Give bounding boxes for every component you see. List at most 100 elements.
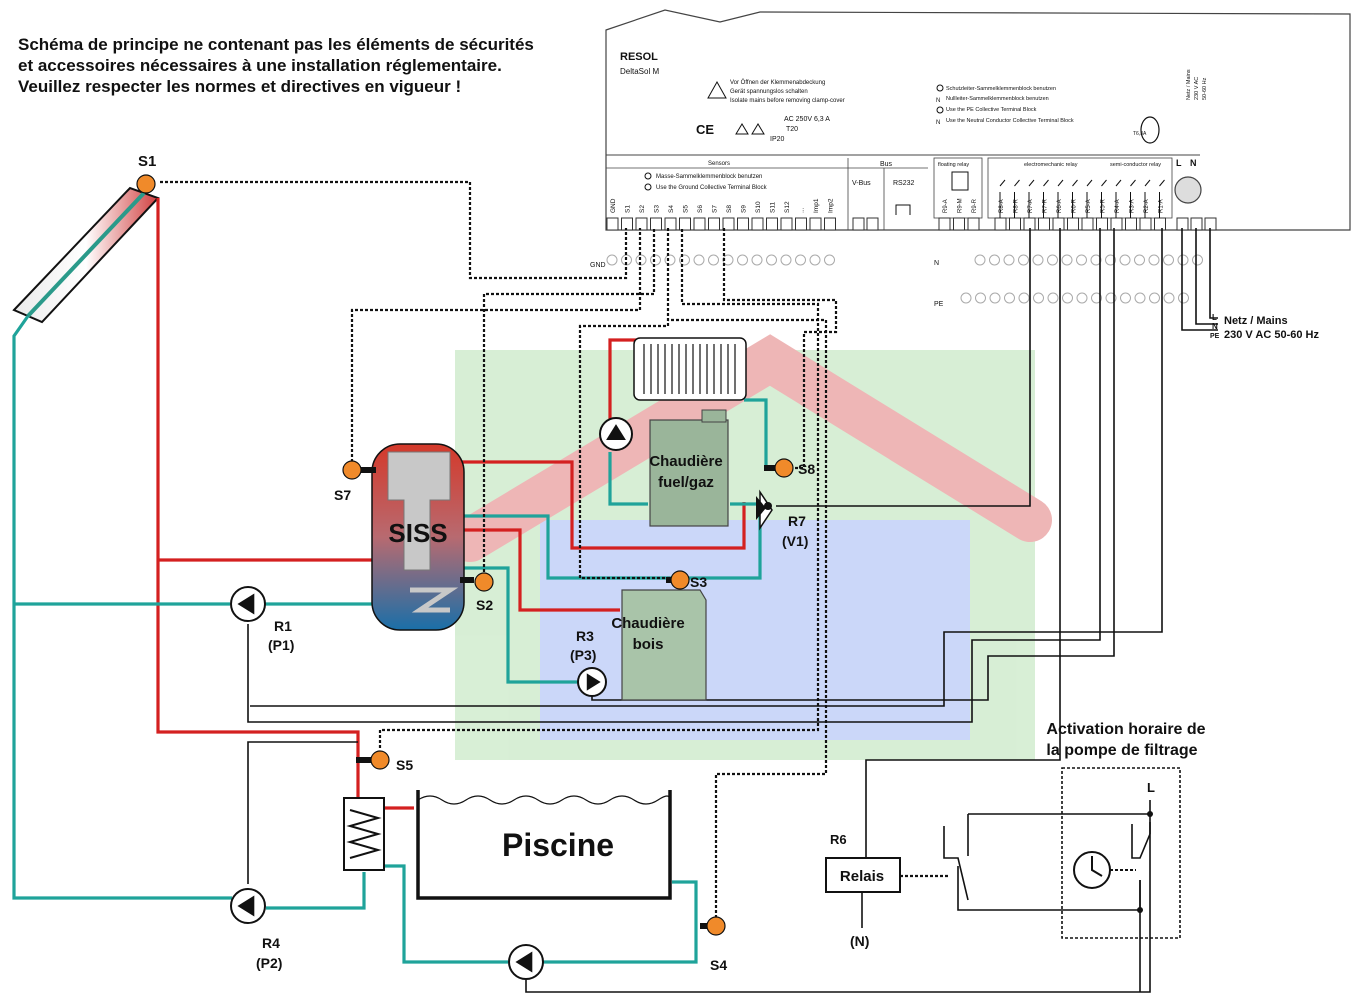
relay-terminal-label: R1-A bbox=[1159, 199, 1165, 213]
gnd-collective-terminal[interactable] bbox=[650, 254, 661, 266]
sensor-terminal[interactable] bbox=[766, 217, 778, 231]
pe-note-2: Nullleiter-Sammelklemmenblock benutzen bbox=[946, 96, 1049, 102]
pump-arrow-icon bbox=[237, 593, 255, 615]
pe-collective-terminal[interactable] bbox=[1062, 292, 1073, 304]
sensor-terminal-label: S4 bbox=[668, 205, 675, 213]
pe-collective-terminal[interactable] bbox=[1033, 292, 1044, 304]
sensor-terminal[interactable] bbox=[635, 217, 648, 231]
relay-terminal[interactable] bbox=[1038, 217, 1050, 231]
sensor-terminal-label: Imp1 bbox=[813, 198, 820, 213]
relay-terminal[interactable] bbox=[938, 217, 951, 231]
relay-terminal[interactable] bbox=[1052, 217, 1065, 231]
gnd-collective-terminal[interactable] bbox=[766, 254, 777, 266]
gnd-collective-terminal[interactable] bbox=[693, 254, 705, 266]
sensor-terminal[interactable] bbox=[693, 217, 706, 231]
relay-contact-icon bbox=[999, 179, 1006, 218]
sensor-terminal[interactable] bbox=[650, 217, 662, 231]
gnd-collective-terminal[interactable] bbox=[737, 254, 748, 266]
pe-collective-terminal[interactable] bbox=[1178, 292, 1189, 304]
bus-terminal[interactable] bbox=[866, 217, 879, 231]
siss-label: SISS bbox=[388, 518, 447, 548]
neutral-collective-terminal[interactable] bbox=[974, 254, 986, 266]
sensor-s4 bbox=[700, 916, 726, 936]
pe-collective-terminal[interactable] bbox=[1076, 292, 1088, 304]
sensor-terminal[interactable] bbox=[606, 217, 619, 231]
gnd-collective-terminal[interactable] bbox=[679, 254, 690, 266]
activation-line-1: Activation horaire de bbox=[1046, 721, 1205, 738]
neutral-collective-terminal[interactable] bbox=[1076, 254, 1087, 266]
neutral-collective-terminal[interactable] bbox=[1163, 254, 1174, 266]
pe-collective-terminal[interactable] bbox=[1149, 292, 1160, 304]
sensor-terminal[interactable] bbox=[795, 217, 807, 231]
neutral-collective-terminal[interactable] bbox=[1003, 254, 1015, 266]
gnd-collective-terminal[interactable] bbox=[664, 254, 676, 266]
relay-terminal[interactable] bbox=[1096, 217, 1108, 231]
pe-collective-terminal[interactable] bbox=[1134, 292, 1146, 304]
pump-arrow-icon bbox=[606, 424, 626, 440]
relay-terminal[interactable] bbox=[1139, 217, 1152, 231]
neutral-collective-terminal[interactable] bbox=[1061, 254, 1073, 266]
relay-terminal[interactable] bbox=[994, 217, 1007, 231]
neutral-collective-terminal[interactable] bbox=[1090, 254, 1102, 266]
wood-boiler-line-2: bois bbox=[633, 636, 664, 653]
bus-terminal[interactable] bbox=[852, 217, 865, 231]
sensor-terminal-label: S9 bbox=[741, 205, 748, 213]
gnd-collective-terminal[interactable] bbox=[606, 254, 618, 266]
relay-terminal[interactable] bbox=[1125, 217, 1137, 231]
neutral-collective-terminal[interactable] bbox=[1119, 254, 1131, 266]
neutral-collective-terminal[interactable] bbox=[1134, 254, 1145, 266]
relay-terminal[interactable] bbox=[967, 217, 980, 231]
pumps bbox=[230, 417, 633, 980]
relay-terminal-label: R3-A bbox=[1130, 199, 1136, 213]
pe-collective-terminal[interactable] bbox=[975, 292, 986, 304]
neutral-collective-terminal[interactable] bbox=[1177, 254, 1189, 266]
pe-collective-terminal[interactable] bbox=[1004, 292, 1015, 304]
neutral-collective-terminal[interactable] bbox=[1047, 254, 1058, 266]
pe-collective-terminal[interactable] bbox=[1163, 292, 1175, 304]
relay-terminal[interactable] bbox=[953, 217, 965, 231]
sensor-terminal[interactable] bbox=[809, 217, 822, 231]
gnd-collective-terminal[interactable] bbox=[824, 254, 835, 266]
pe-collective-terminal[interactable] bbox=[1091, 292, 1102, 304]
gnd-collective-terminal[interactable] bbox=[708, 254, 719, 266]
gnd-collective-terminal[interactable] bbox=[795, 254, 806, 266]
floating-relay-label: floating relay bbox=[938, 162, 969, 168]
pe-collective-terminal[interactable] bbox=[1047, 292, 1059, 304]
label-r6: R6 bbox=[830, 832, 847, 847]
sensor-terminal[interactable] bbox=[751, 217, 764, 231]
neutral-collective-terminal[interactable] bbox=[1018, 254, 1029, 266]
neutral-collective-terminal[interactable] bbox=[989, 254, 1000, 266]
gnd-collective-terminal[interactable] bbox=[809, 254, 821, 266]
radiator bbox=[633, 337, 747, 401]
pe-collective-terminal[interactable] bbox=[989, 292, 1001, 304]
sensor-terminal[interactable] bbox=[679, 217, 691, 231]
label-s8: S8 bbox=[798, 461, 815, 477]
relay-terminal[interactable] bbox=[1110, 217, 1123, 231]
pe-collective-terminal[interactable] bbox=[1018, 292, 1030, 304]
sensor-terminal[interactable] bbox=[780, 217, 793, 231]
label-s4: S4 bbox=[710, 957, 727, 973]
fuse-icon bbox=[1140, 116, 1160, 144]
gnd-collective-terminal[interactable] bbox=[780, 254, 792, 266]
sensor-terminal[interactable] bbox=[708, 217, 720, 231]
neutral-label: (N) bbox=[850, 933, 869, 949]
relay-terminal[interactable] bbox=[1067, 217, 1079, 231]
relay-terminal[interactable] bbox=[1081, 217, 1094, 231]
sensor-terminal[interactable] bbox=[737, 217, 749, 231]
sensor-terminal[interactable] bbox=[824, 217, 836, 231]
neutral-collective-terminal[interactable] bbox=[1148, 254, 1160, 266]
n-block-label: N bbox=[934, 260, 939, 267]
pe-collective-terminal[interactable] bbox=[960, 292, 972, 304]
sensor-terminal[interactable] bbox=[664, 217, 677, 231]
neutral-collective-terminal[interactable] bbox=[1105, 254, 1116, 266]
floating-relay-terminal-label: R9-R bbox=[972, 198, 978, 213]
gnd-collective-terminal[interactable] bbox=[751, 254, 763, 266]
relay-terminal[interactable] bbox=[1009, 217, 1021, 231]
floating-relay-terminal-label: R9-A bbox=[943, 199, 949, 213]
sensor-terminal[interactable] bbox=[722, 217, 735, 231]
neutral-collective-terminal[interactable] bbox=[1192, 254, 1203, 266]
relay-terminal[interactable] bbox=[1154, 217, 1166, 231]
pe-collective-terminal[interactable] bbox=[1120, 292, 1131, 304]
neutral-collective-terminal[interactable] bbox=[1032, 254, 1044, 266]
